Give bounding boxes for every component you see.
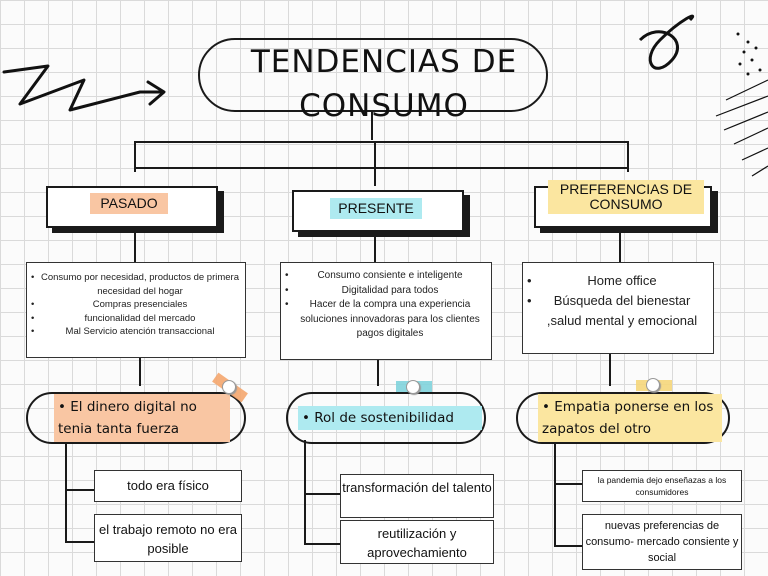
title-line-2: CONSUMO (299, 88, 469, 124)
list-item: Hacer de la compra una experiencia soluc… (285, 298, 487, 342)
header-box-presente (292, 190, 464, 232)
description-box-preferencias: Home office Búsqueda del bienestar ,salu… (522, 262, 714, 354)
swirl-decoration (638, 14, 695, 70)
zigzag-arrow-decoration (2, 64, 166, 112)
leaf-box-presente-1: transformación del talento (340, 474, 494, 518)
list-item: Mal Servicio atención transaccional (31, 325, 241, 339)
highlight-text-preferencias: • Empatia ponerse en los zapatos del otr… (538, 394, 722, 442)
pin-decoration (406, 380, 420, 394)
list-item: Consumo por necesidad, productos de prim… (31, 271, 241, 298)
highlight-text-presente: • Rol de sostenibilidad (298, 406, 482, 430)
list-item: Home office (527, 271, 709, 291)
leaf-box-pasado-1: todo era físico (94, 470, 242, 502)
highlight-frame-preferencias (516, 392, 730, 444)
list-item: Digitalidad para todos (285, 284, 487, 299)
description-box-presente: Consumo consiente e inteligente Digitali… (280, 262, 492, 360)
leaf-box-preferencias-1: la pandemia dejo enseñazas a los consumi… (582, 470, 742, 502)
highlight-label: Empatia ponerse en los zapatos del otro (542, 399, 714, 437)
highlight-frame-presente (286, 392, 486, 444)
leaf-box-pasado-2: el trabajo remoto no era posible (94, 514, 242, 562)
description-box-pasado: Consumo por necesidad, productos de prim… (26, 262, 246, 358)
leaf-box-preferencias-2: nuevas preferencias de consumo- mercado … (582, 514, 742, 570)
pin-decoration (222, 380, 236, 394)
highlight-frame-pasado (26, 392, 246, 444)
header-label-preferencias: PREFERENCIAS DE CONSUMO (548, 180, 704, 214)
list-item: funcionalidad del mercado (31, 312, 241, 326)
dots-decoration (736, 32, 762, 76)
scribble-decoration (715, 79, 768, 177)
list-item: Compras presenciales (31, 298, 241, 312)
leaf-box-presente-2: reutilización y aprovechamiento (340, 520, 494, 564)
highlight-label: Rol de sostenibilidad (314, 410, 454, 426)
header-label-pasado: PASADO (90, 193, 168, 214)
title-line-1: TENDENCIAS DE (250, 44, 518, 80)
title-frame (198, 38, 548, 112)
pin-decoration (646, 378, 660, 392)
header-label-presente: PRESENTE (330, 198, 422, 219)
list-item: Búsqueda del bienestar ,salud mental y e… (527, 291, 709, 331)
highlight-text-pasado: • El dinero digital no tenia tanta fuerz… (54, 394, 230, 442)
list-item: Consumo consiente e inteligente (285, 269, 487, 284)
highlight-label: El dinero digital no tenia tanta fuerza (58, 399, 197, 437)
